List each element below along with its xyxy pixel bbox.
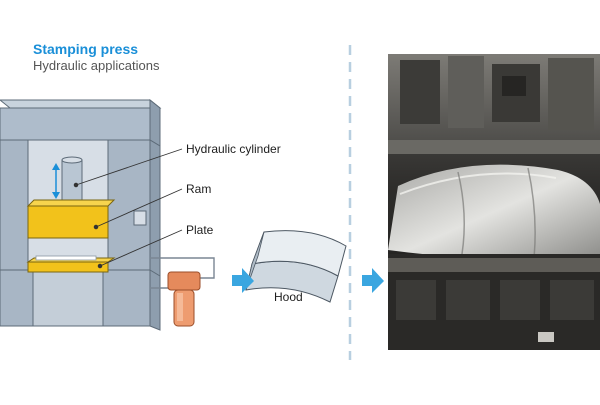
- hydraulic-lines: [150, 257, 215, 289]
- leader-lines: [73, 148, 183, 269]
- diagram-subtitle: Hydraulic applications: [33, 58, 160, 73]
- ram: [26, 199, 116, 239]
- hood-shape: [245, 230, 347, 303]
- plate: [26, 255, 116, 273]
- ram-label: Ram: [186, 182, 212, 196]
- right-arrow-icon: [232, 268, 254, 293]
- right-arrow-icon: [362, 268, 384, 293]
- press-photo-image: [388, 54, 600, 350]
- hydraulic-cylinder: [52, 156, 83, 207]
- press-photo: [388, 54, 600, 350]
- hood-label: Hood: [274, 290, 303, 304]
- cylinder-label: Hydraulic cylinder: [186, 142, 281, 156]
- piston: [167, 271, 201, 327]
- diagram-title: Stamping press: [33, 41, 139, 57]
- plate-label: Plate: [186, 223, 214, 237]
